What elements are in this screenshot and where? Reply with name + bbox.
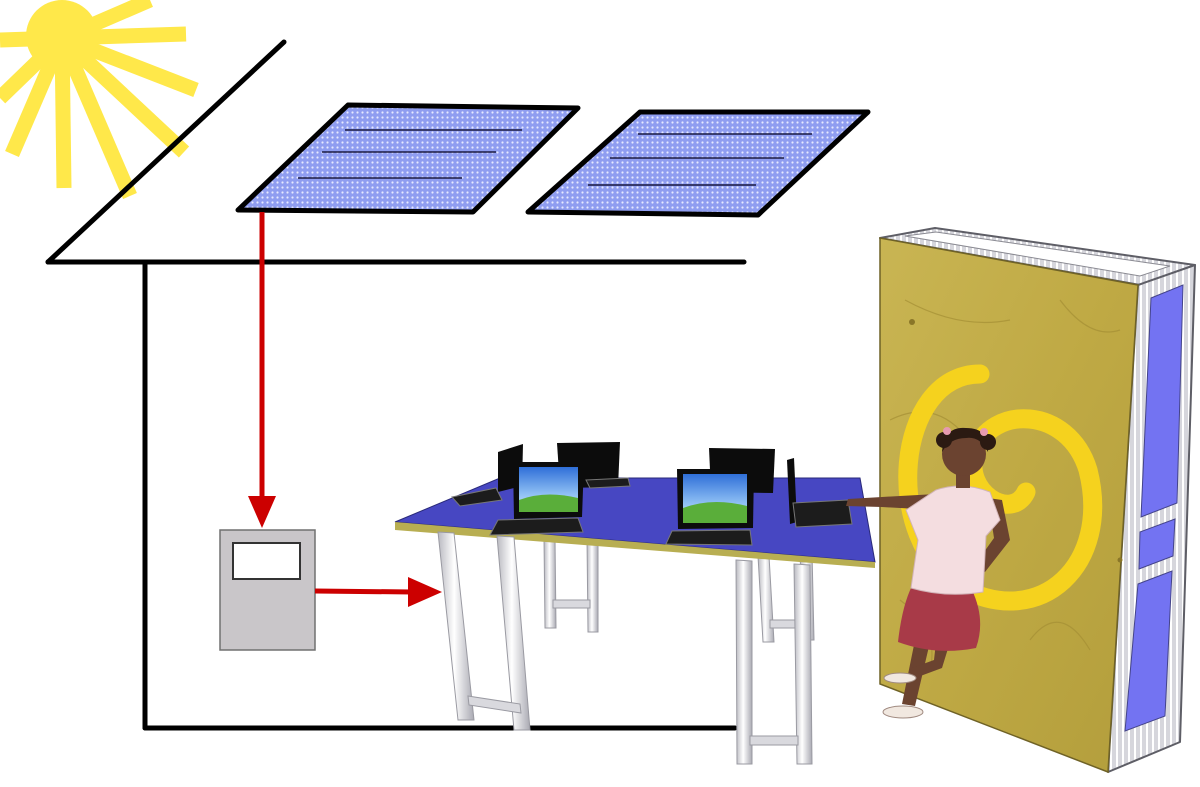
arrow-shaft bbox=[314, 588, 413, 595]
laptop-keyboard bbox=[489, 517, 584, 536]
table-crossbar bbox=[467, 695, 522, 714]
laptop-wallpaper-hill bbox=[519, 494, 578, 512]
child-shoe bbox=[883, 672, 917, 684]
child-shoe bbox=[882, 705, 924, 719]
laptop-icon bbox=[665, 469, 754, 546]
charge-controller-icon bbox=[219, 529, 316, 651]
house-outline bbox=[45, 39, 747, 731]
solar-panel-right bbox=[525, 109, 871, 218]
arrowhead-right bbox=[408, 577, 442, 607]
laptop-icon bbox=[787, 458, 853, 528]
board-top-opening bbox=[904, 231, 1171, 277]
child-leg bbox=[912, 642, 950, 678]
board-side-pane bbox=[1124, 570, 1173, 732]
arrowhead-down bbox=[248, 496, 276, 528]
laptops bbox=[451, 442, 853, 546]
sun-icon bbox=[0, 0, 199, 199]
table-leg bbox=[496, 535, 531, 731]
wood-knot bbox=[909, 319, 915, 325]
laptop-keyboard bbox=[665, 529, 753, 546]
table-leg bbox=[437, 531, 475, 721]
power-arrow-right bbox=[314, 577, 442, 607]
laptop-icon bbox=[489, 462, 584, 536]
table-leg bbox=[586, 537, 599, 633]
solar-panel-icon bbox=[525, 109, 871, 218]
solar-panel-icon bbox=[235, 102, 581, 215]
controller-screen bbox=[232, 542, 301, 580]
table-leg bbox=[735, 559, 753, 765]
child-hair-bow bbox=[980, 428, 988, 436]
display-board bbox=[879, 227, 1196, 774]
child-head bbox=[942, 432, 986, 476]
sun-disc bbox=[26, 0, 98, 72]
child-figure bbox=[846, 427, 1010, 719]
laptop-keyboard bbox=[585, 477, 631, 489]
child-hair bbox=[942, 427, 989, 452]
child-hair-bow bbox=[943, 427, 951, 435]
board-side-pane bbox=[1140, 284, 1184, 518]
roof-slope-line bbox=[45, 39, 287, 265]
table-leg bbox=[793, 563, 813, 765]
laptop-keyboard bbox=[792, 499, 853, 528]
child-skirt bbox=[898, 586, 981, 651]
child-neck bbox=[956, 472, 970, 488]
wood-knot bbox=[1117, 557, 1123, 563]
solar-panel-left bbox=[235, 102, 581, 215]
table-crossbar bbox=[552, 599, 591, 609]
power-arrow-down bbox=[248, 212, 276, 528]
child-hair-puff bbox=[980, 434, 996, 450]
laptop-keyboard bbox=[451, 487, 503, 507]
child-hair-puff bbox=[936, 432, 952, 448]
table-leg bbox=[543, 537, 557, 629]
table-crossbar bbox=[749, 735, 799, 746]
board-side-pane bbox=[1138, 518, 1176, 570]
laptop-wallpaper-hill bbox=[683, 501, 747, 523]
